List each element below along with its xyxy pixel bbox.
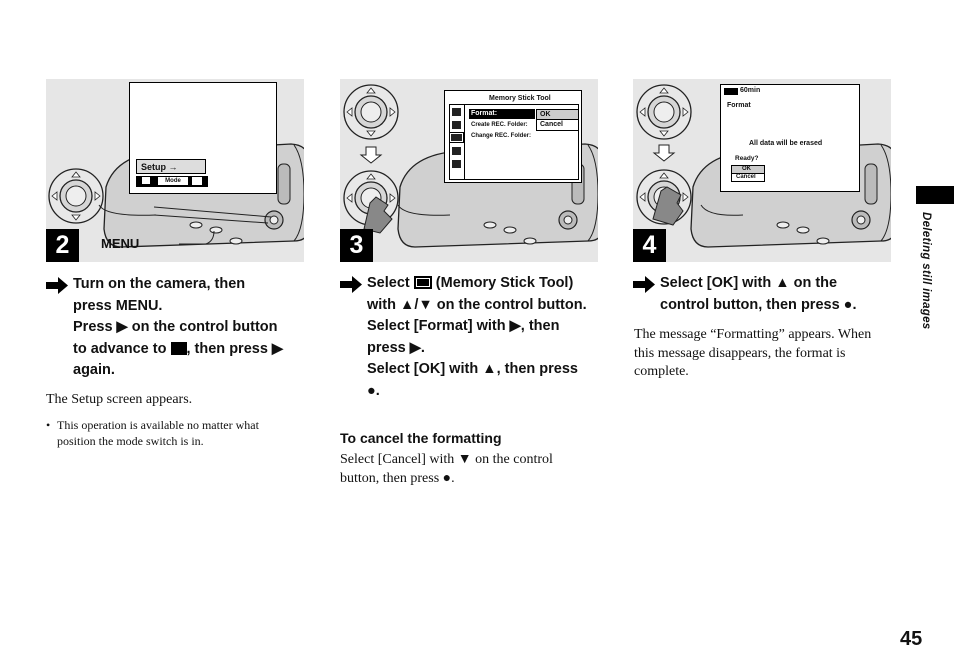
ready-prompt: Ready? <box>735 155 759 162</box>
instruction-line: ●. <box>367 382 380 399</box>
center-button-icon: ● <box>442 470 452 486</box>
erase-warning: All data will be erased <box>749 140 823 147</box>
right-triangle-icon: ▶ <box>409 339 421 356</box>
control-dpad-icon <box>636 84 692 140</box>
step-number-badge: 3 <box>340 229 373 262</box>
step4-result: The message “Formatting” appears. When t… <box>634 327 872 379</box>
instruction-line: Select (Memory Stick Tool) <box>367 275 574 291</box>
camera-illustration <box>48 143 304 248</box>
right-triangle-icon: ▶ <box>271 340 284 357</box>
memory-stick-tool-icon <box>413 276 432 289</box>
pressing-finger-icon <box>652 186 684 226</box>
step4-instruction: Select [OK] with ▲ on the control button… <box>633 273 910 316</box>
lcd-screen: Memory Stick Tool Format: Create REC. Fo… <box>444 90 582 183</box>
page-number: 45 <box>900 628 923 650</box>
memory-stick-tool-icon <box>449 132 464 143</box>
instruction-line: press ▶. <box>367 339 425 356</box>
step2-illustration: Setup → Mode 2 MENU <box>46 79 304 262</box>
camera-illustration <box>343 84 598 248</box>
instruction-line: Select [OK] with ▲ on the <box>660 275 838 291</box>
setup-toolbox-icon <box>170 341 187 355</box>
step2-note: • This operation is available no matter … <box>46 418 259 448</box>
setup-toolbox-icon <box>192 177 202 185</box>
gear-icon <box>452 121 461 129</box>
menu-row: Create REC. Folder: <box>471 122 528 128</box>
right-triangle-icon: ▶ <box>116 319 128 335</box>
right-triangle-icon: ▶ <box>509 318 521 334</box>
step3-instruction: Select (Memory Stick Tool) with ▲/▼ on t… <box>340 273 617 402</box>
up-triangle-icon: ▲ <box>775 275 790 291</box>
mode-label: Mode <box>158 177 188 185</box>
camera-icon <box>142 177 150 184</box>
instruction-line: Turn on the camera, then <box>73 276 246 292</box>
lcd-screen: 60min Format All data will be erased Rea… <box>720 84 860 192</box>
cancel-subhead: To cancel the formatting <box>340 430 502 446</box>
step-arrow-icon <box>633 276 655 293</box>
pressing-finger-icon <box>363 196 393 234</box>
step-arrow-icon <box>46 277 68 294</box>
menu-row: Change REC. Folder: <box>471 133 532 139</box>
step3-illustration: Memory Stick Tool Format: Create REC. Fo… <box>340 79 598 262</box>
step-number-badge: 2 <box>46 229 79 262</box>
setup-icon <box>452 147 461 155</box>
section-label: Deleting still images <box>920 212 932 330</box>
center-button-icon: ● <box>367 382 376 399</box>
cancel-instructions: Select [Cancel] with ▼ on the control bu… <box>340 452 553 486</box>
format-row-highlight: Format: <box>469 109 535 119</box>
setup-menu-item: Setup → <box>136 159 206 174</box>
instruction-line: Press ▶ on the control button <box>73 319 278 335</box>
step-number-badge: 4 <box>633 229 666 262</box>
instruction-line: Select [OK] with ▲, then press <box>367 361 578 377</box>
confirm-options: OK Cancel <box>731 165 765 182</box>
instruction-line: Select [Format] with ▶, then <box>367 318 560 334</box>
step2-result: The Setup screen appears. <box>46 392 193 407</box>
instruction-line: with ▲/▼ on the control button. <box>367 296 587 313</box>
control-dpad-icon <box>343 84 399 140</box>
menu-callout: MENU <box>101 236 140 251</box>
instruction-line: to advance to , then press ▶ <box>73 340 284 357</box>
menu-title: Memory Stick Tool <box>489 95 551 102</box>
instruction-line: control button, then press ●. <box>660 296 857 313</box>
control-dpad-icon <box>48 168 104 224</box>
battery-icon <box>724 88 738 95</box>
camera-settings-icon <box>452 108 461 116</box>
menu-icon-column <box>449 104 465 180</box>
center-button-icon: ● <box>843 296 853 313</box>
setup2-icon <box>452 160 461 168</box>
setup-label: Setup → <box>141 162 178 172</box>
format-options: OK Cancel <box>536 109 579 131</box>
lcd-screen: Setup → Mode <box>129 82 277 194</box>
camera-illustration <box>636 84 891 248</box>
step-arrow-icon <box>340 276 362 293</box>
step4-illustration: 60min Format All data will be erased Rea… <box>633 79 891 262</box>
down-triangle-icon: ▼ <box>457 452 472 467</box>
mode-bar: Mode <box>136 176 208 187</box>
lcd-title: Format <box>727 102 751 109</box>
instruction-line: again. <box>73 362 115 378</box>
instruction-line: press MENU. <box>73 297 163 314</box>
up-down-triangle-icon: ▲/▼ <box>400 296 433 313</box>
section-tab <box>916 186 954 204</box>
battery-remaining: 60min <box>740 87 761 94</box>
step2-instruction: Turn on the camera, then press MENU. Pre… <box>46 274 313 382</box>
up-triangle-icon: ▲ <box>482 361 497 377</box>
